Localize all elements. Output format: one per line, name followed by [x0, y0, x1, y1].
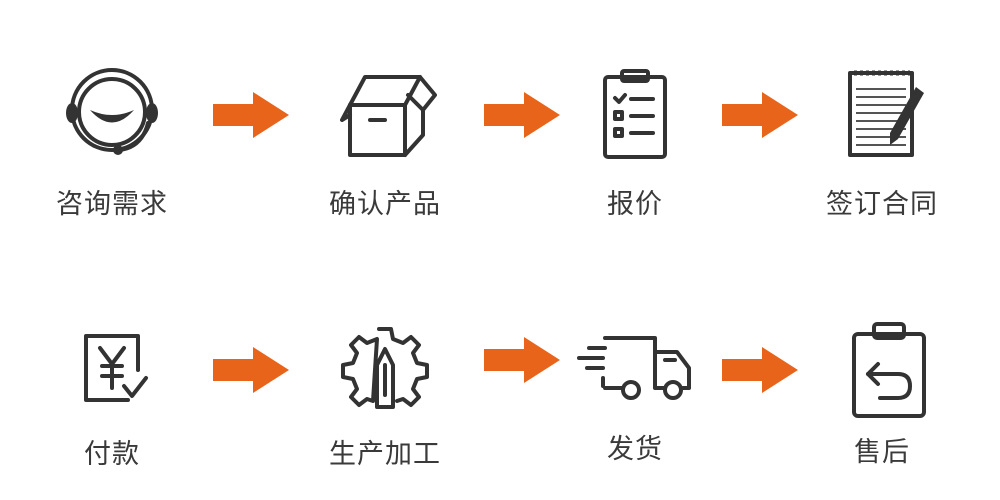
step-sign-contract: 签订合同 [792, 65, 972, 221]
return-clipboard-icon [852, 322, 926, 418]
step-after-sales: 售后 [792, 320, 972, 469]
headset-smile-icon [66, 68, 158, 155]
delivery-truck-icon [577, 336, 691, 400]
step-production: 生产加工 [295, 325, 475, 471]
arrow-right-icon [484, 92, 560, 138]
arrow-right-icon [484, 337, 560, 383]
step-consult: 咨询需求 [22, 65, 202, 221]
arrow-right-icon [213, 92, 289, 138]
step-label: 生产加工 [329, 439, 441, 470]
gear-tool-icon [341, 327, 429, 409]
arrow-right-icon [722, 92, 798, 138]
step-label: 付款 [84, 439, 140, 470]
arrow-right-icon [213, 347, 289, 393]
step-label: 报价 [607, 189, 663, 220]
checklist-clipboard-icon [603, 69, 667, 159]
step-label: 咨询需求 [56, 189, 168, 220]
step-quote: 报价 [545, 65, 725, 221]
step-label: 确认产品 [329, 189, 441, 220]
yen-payment-icon [84, 334, 148, 402]
step-label: 发货 [607, 434, 663, 465]
step-payment: 付款 [22, 330, 202, 471]
step-label: 售后 [854, 437, 910, 468]
step-shipping: 发货 [545, 330, 725, 466]
step-label: 签订合同 [826, 189, 938, 220]
step-confirm-product: 确认产品 [295, 65, 475, 221]
arrow-right-icon [722, 347, 798, 393]
box-icon [340, 75, 437, 157]
notepad-pen-icon [848, 70, 924, 157]
